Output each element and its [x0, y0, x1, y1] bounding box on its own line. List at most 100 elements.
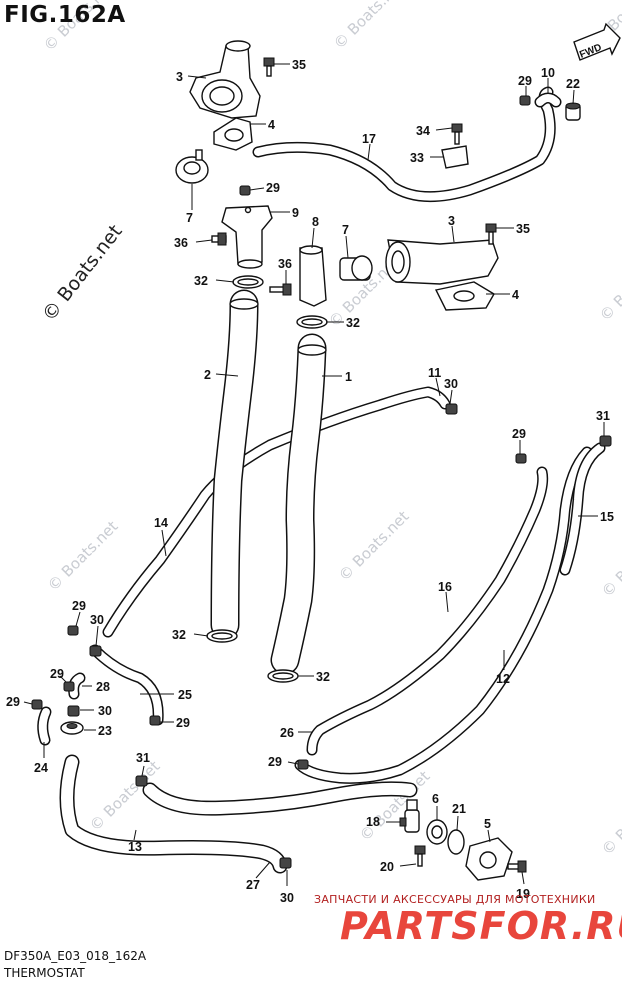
callout-8: 8 [312, 215, 319, 229]
callout-7a: 7 [186, 211, 193, 225]
valve-body-5[interactable] [465, 837, 513, 881]
callout-22: 22 [566, 77, 580, 91]
bolt-35-top[interactable] [263, 57, 275, 77]
callout-14: 14 [154, 516, 168, 530]
gasket-top[interactable] [213, 117, 253, 151]
callout-35a: 35 [292, 58, 306, 72]
hose-1[interactable] [270, 333, 327, 675]
thermostat-cover-top[interactable] [189, 40, 261, 119]
hose-10[interactable] [534, 92, 562, 108]
thermostat-housing[interactable] [221, 205, 273, 269]
callout-23: 23 [98, 724, 112, 738]
callout-3a: 3 [176, 70, 183, 84]
elbow-8[interactable] [299, 245, 327, 307]
callout-3b: 3 [448, 214, 455, 228]
hose-16[interactable] [306, 466, 549, 756]
clip-29-left[interactable] [67, 625, 79, 636]
clip-29-hose26[interactable] [297, 759, 309, 770]
clip-29-top[interactable] [519, 95, 531, 106]
hose-17[interactable] [252, 86, 556, 203]
figure-code: DF350A_E03_018_162A [4, 949, 147, 963]
hose-2[interactable] [210, 289, 259, 640]
callout-26: 26 [280, 726, 294, 740]
callout-31b: 31 [136, 751, 150, 765]
figure-name: THERMOSTAT [4, 966, 85, 980]
clip-31-right[interactable] [599, 435, 612, 447]
callout-17: 17 [362, 132, 376, 146]
gasket-mid[interactable] [434, 281, 495, 311]
callout-30a: 30 [444, 377, 458, 391]
callout-31a: 31 [596, 409, 610, 423]
clip-29-hose24[interactable] [31, 699, 43, 710]
bolt-20[interactable] [414, 845, 426, 867]
clamp-32-mid[interactable] [296, 315, 328, 329]
plug-22[interactable] [565, 102, 581, 121]
clip-30-left[interactable] [89, 645, 102, 657]
hose-15[interactable] [559, 442, 606, 576]
clamp-32-top[interactable] [232, 275, 264, 289]
thermostat-mid[interactable] [339, 255, 373, 281]
callout-29h: 29 [268, 755, 282, 769]
hose-12[interactable] [294, 446, 593, 784]
clip-31-bottom[interactable] [135, 775, 148, 787]
valve-18[interactable] [399, 799, 420, 833]
figure-title: FIG.162A [4, 2, 126, 28]
callout-30b: 30 [90, 613, 104, 627]
hose-28[interactable] [68, 672, 86, 700]
clip-29-hose28[interactable] [63, 681, 75, 692]
thermostat-top[interactable] [175, 149, 209, 184]
hose-24[interactable] [37, 706, 52, 746]
callout-16: 16 [438, 580, 452, 594]
callout-21: 21 [452, 802, 466, 816]
bolt-36-mid[interactable] [269, 283, 292, 296]
callout-25: 25 [178, 688, 192, 702]
hose-25[interactable] [89, 644, 164, 726]
clip-30-bottom[interactable] [279, 857, 292, 869]
callout-12: 12 [496, 672, 510, 686]
clamp-32-lower-right[interactable] [267, 669, 299, 683]
clip-30-hose11[interactable] [445, 403, 458, 415]
callout-32c: 32 [172, 628, 186, 642]
thermostat-cover-mid[interactable] [385, 239, 499, 285]
callout-6: 6 [432, 792, 439, 806]
fwd-direction-badge: FWD [573, 22, 621, 61]
hose-14[interactable] [102, 386, 451, 638]
bolt-34[interactable] [451, 123, 463, 145]
callout-28: 28 [96, 680, 110, 694]
o-ring-21[interactable] [447, 829, 465, 855]
callout-29e: 29 [50, 667, 64, 681]
callout-29a: 29 [266, 181, 280, 195]
bolt-36-left[interactable] [211, 232, 227, 246]
callout-7b: 7 [342, 223, 349, 237]
callout-5: 5 [484, 817, 491, 831]
grommet-23[interactable] [60, 721, 84, 735]
fitting-6[interactable] [426, 819, 448, 845]
callout-27: 27 [246, 878, 260, 892]
callout-29d: 29 [72, 599, 86, 613]
callout-1: 1 [345, 370, 352, 384]
clip-29-right[interactable] [515, 453, 527, 464]
callout-34: 34 [416, 124, 430, 138]
callout-32a: 32 [194, 274, 208, 288]
callout-30c: 30 [98, 704, 112, 718]
clip-30-mid-left[interactable] [67, 705, 80, 717]
promo-tagline: ЗАПЧАСТИ И АКСЕССУАРЫ ДЛЯ МОТОТЕХНИКИ [314, 893, 596, 906]
hose-13-27[interactable] [59, 754, 288, 874]
callout-30d: 30 [280, 891, 294, 905]
bracket-33[interactable] [441, 145, 469, 169]
bolt-19[interactable] [507, 860, 527, 873]
hose-26[interactable] [142, 781, 418, 816]
callout-2: 2 [204, 368, 211, 382]
callout-10: 10 [541, 66, 555, 80]
callout-33: 33 [410, 151, 424, 165]
clip-29-housing[interactable] [239, 185, 251, 196]
clip-29-hose25[interactable] [149, 715, 161, 726]
callout-29g: 29 [6, 695, 20, 709]
callout-11: 11 [428, 366, 441, 380]
callout-18: 18 [366, 815, 380, 829]
callout-32b: 32 [346, 316, 360, 330]
callout-24: 24 [34, 761, 48, 775]
clamp-32-lower-left[interactable] [206, 629, 238, 643]
